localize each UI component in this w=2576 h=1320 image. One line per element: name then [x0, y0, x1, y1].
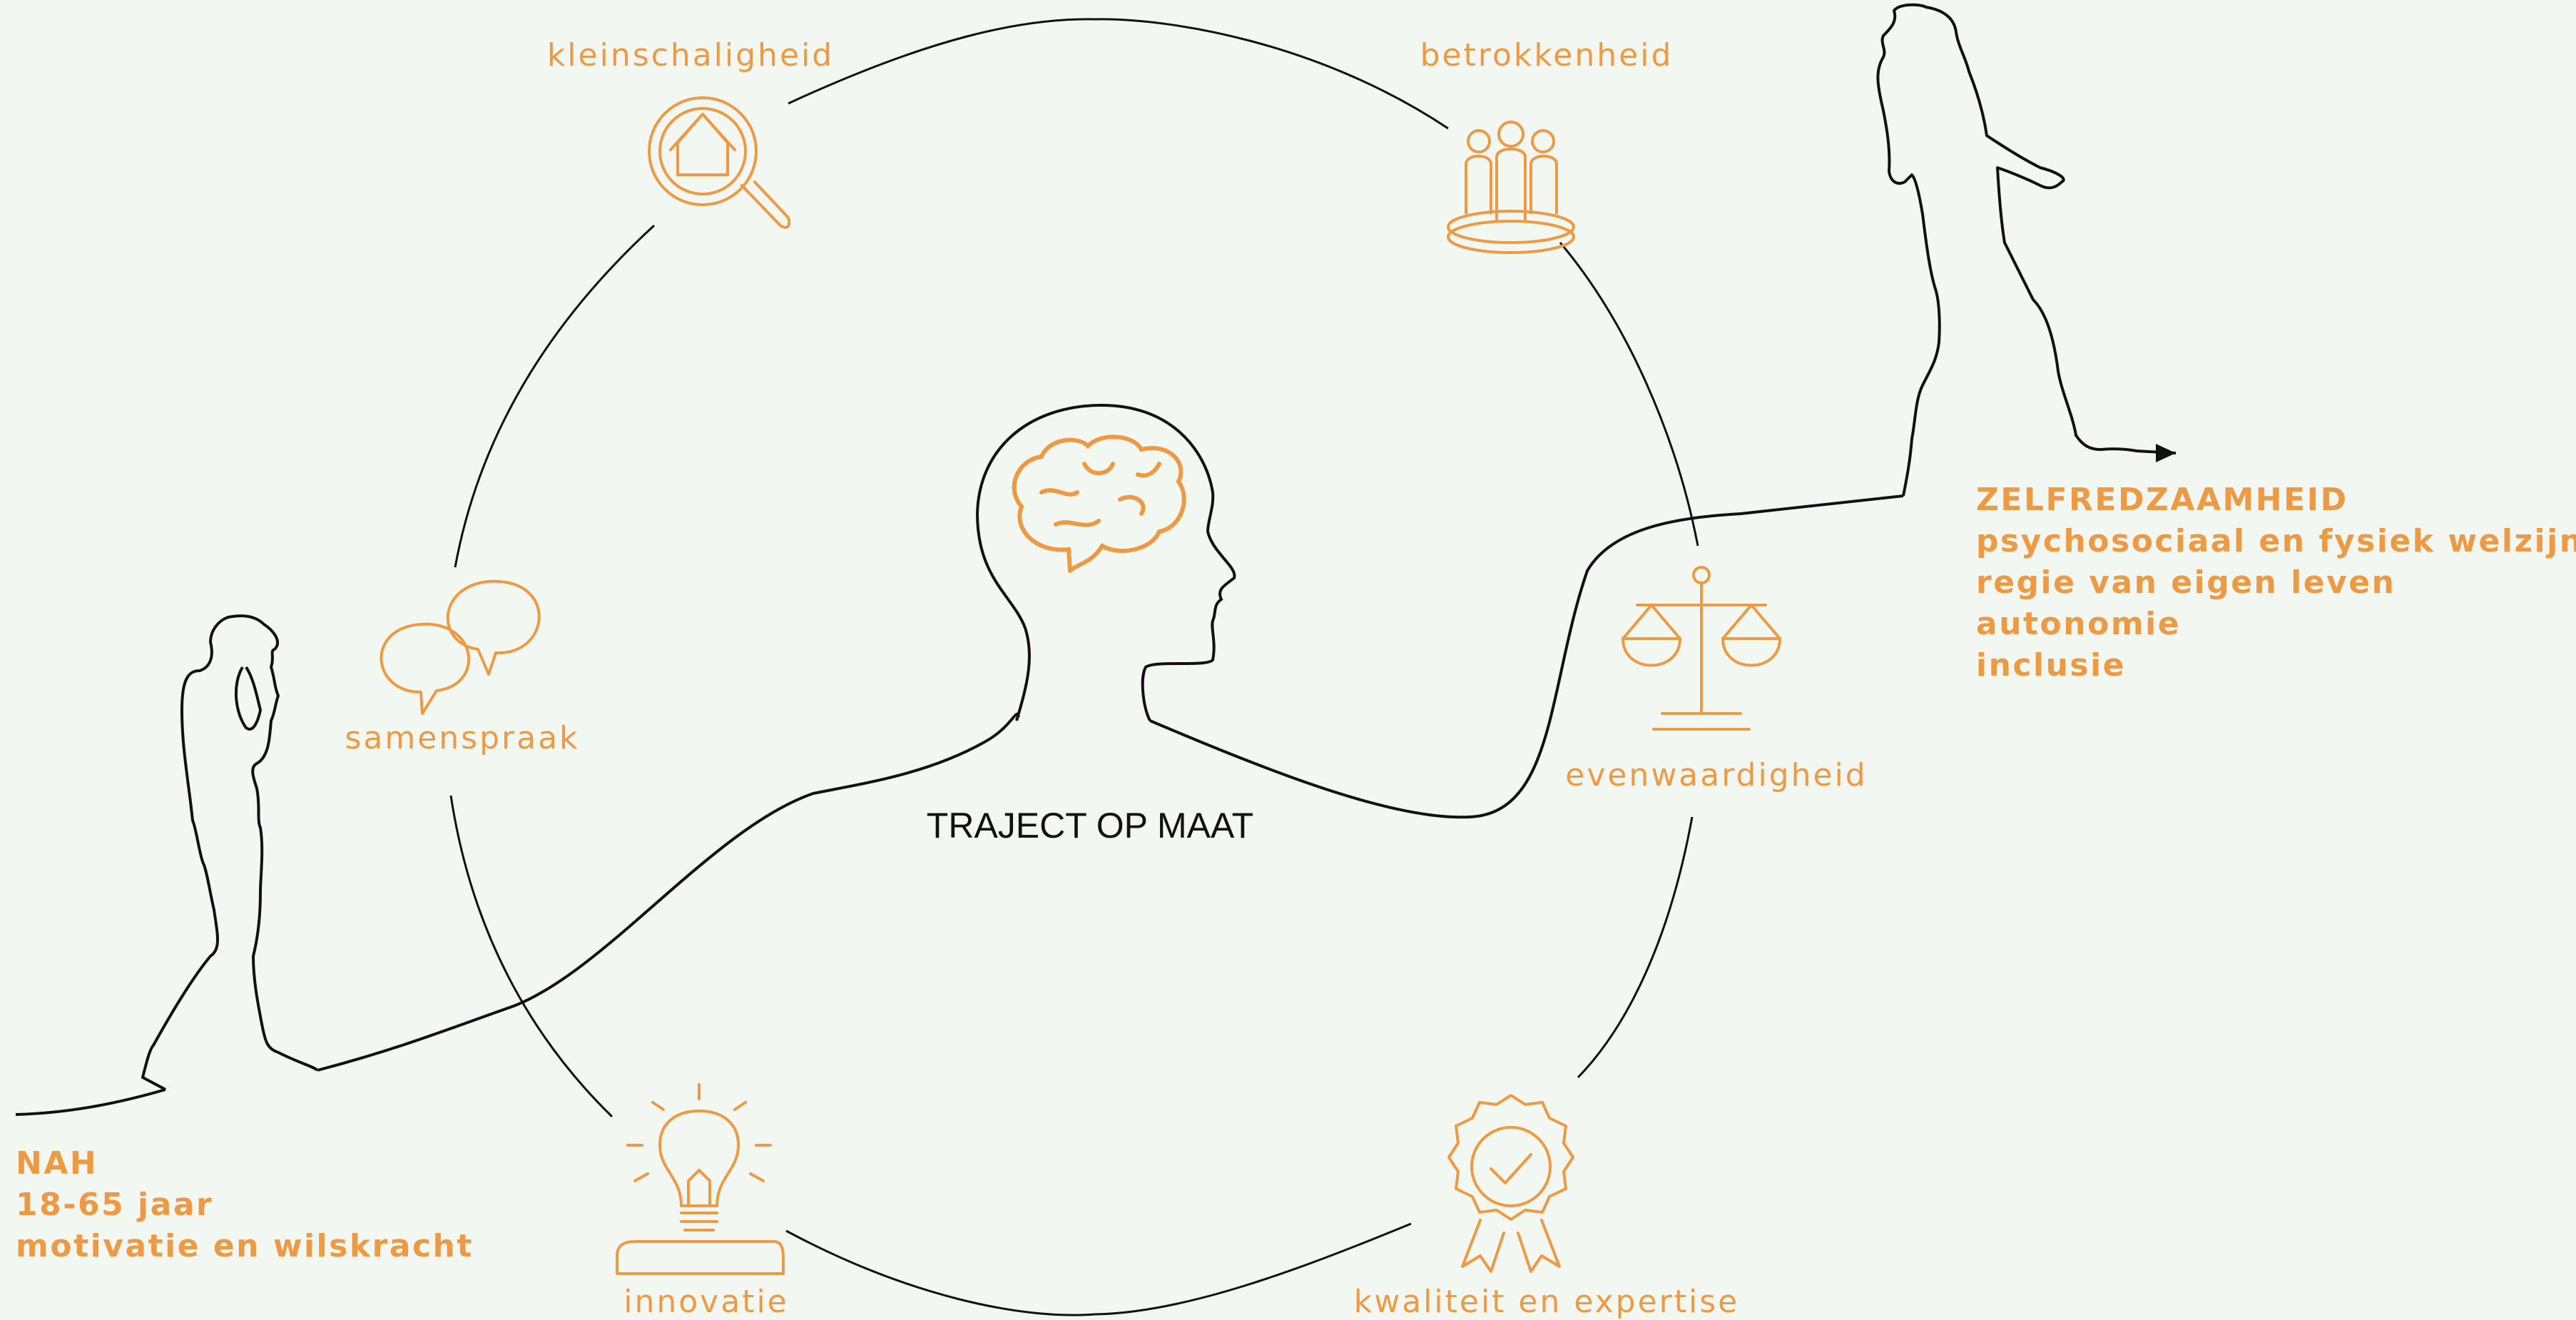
circle-arc-upper-left: [454, 224, 656, 568]
journey-path: [15, 494, 1904, 1116]
value-label-betrokkenheid: betrokkenheid: [1420, 37, 1674, 73]
end-text-block: ZELFREDZAAMHEID psychosociaal en fysiek …: [1976, 479, 2576, 686]
lightbulb-icon: [616, 1083, 785, 1275]
value-label-kwaliteit: kwaliteit en expertise: [1353, 1284, 1740, 1320]
circle-arc-bottom: [785, 1222, 1412, 1316]
arrow-head-icon: [2156, 444, 2176, 462]
thinking-person-icon: [141, 614, 319, 1091]
start-text-block: NAH 18-65 jaar motivatie en wilskracht: [16, 1143, 474, 1267]
end-line-5: inclusie: [1976, 647, 2127, 684]
value-label-samenspraak: samenspraak: [345, 720, 580, 756]
thinking-person-arm: [234, 666, 263, 731]
start-line-3: motivatie en wilskracht: [16, 1228, 474, 1264]
speech-bubbles-icon: [380, 579, 541, 715]
circle-arc-lower-right: [1577, 816, 1694, 1079]
value-label-evenwaardigheid: evenwaardigheid: [1565, 757, 1868, 793]
balance-scale-icon: [1621, 566, 1782, 731]
end-line-3: regie van eigen leven: [1976, 564, 2396, 601]
end-line-4: autonomie: [1976, 606, 2182, 642]
brain-icon: [1012, 435, 1186, 573]
quality-badge-icon: [1447, 1094, 1574, 1273]
start-line-2: 18-65 jaar: [16, 1187, 214, 1223]
house-magnifier-icon: [648, 96, 791, 229]
people-group-icon: [1447, 121, 1575, 254]
walking-person-icon: [1876, 3, 2177, 497]
center-title: TRAJECT OP MAAT: [926, 806, 1254, 846]
start-line-1: NAH: [16, 1145, 98, 1182]
value-circle: [449, 18, 1699, 1316]
value-label-kleinschaligheid: kleinschaligheid: [546, 37, 835, 73]
end-line-2: psychosociaal en fysiek welzijn: [1976, 523, 2576, 559]
end-line-1: ZELFREDZAAMHEID: [1976, 482, 2348, 518]
value-label-innovatie: innovatie: [623, 1284, 789, 1320]
circle-arc-upper-right: [1559, 242, 1699, 547]
circle-arc-lower-left: [449, 795, 614, 1118]
circle-arc-top: [788, 18, 1449, 130]
head-silhouette: [975, 403, 1236, 721]
